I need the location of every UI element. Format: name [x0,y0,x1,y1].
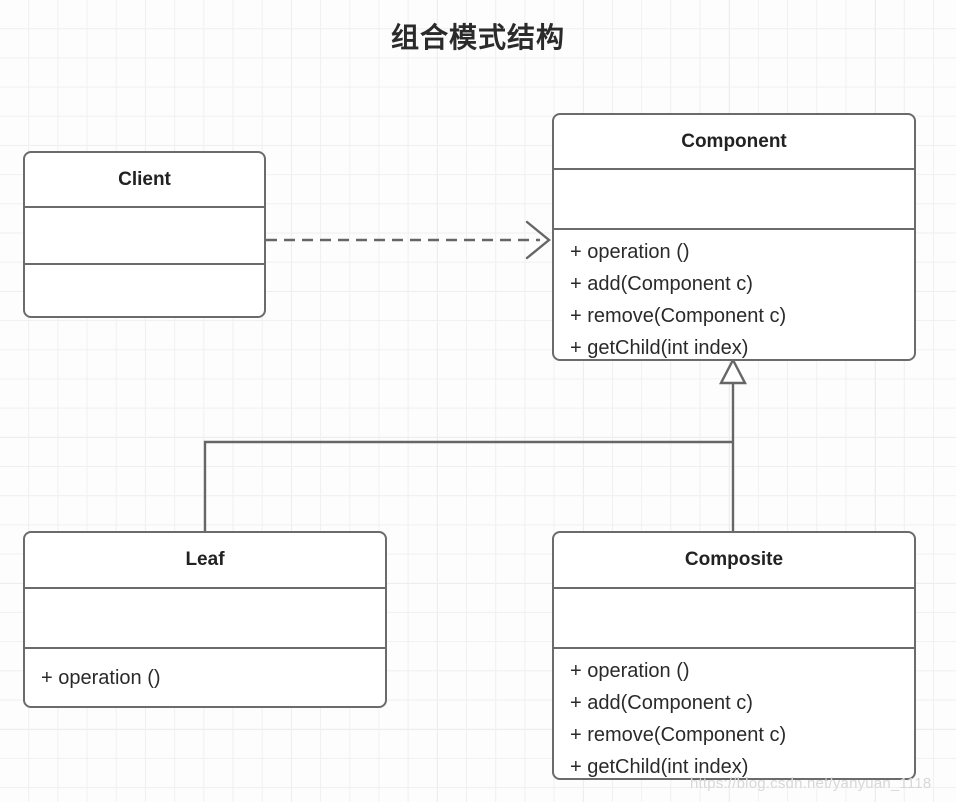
class-name-compartment: Client [25,153,264,208]
class-method: + add(Component c) [570,692,753,714]
class-name-compartment: Composite [554,533,914,589]
class-method: + getChild(int index) [570,756,749,778]
page-title: 组合模式结构 [390,21,565,54]
class-methods-compartment: + operation () + add(Component c) + remo… [554,230,914,359]
class-method: + operation () [570,241,690,263]
class-methods-compartment: + operation () [25,649,385,706]
class-name-compartment: Leaf [25,533,385,589]
class-method: + operation () [41,666,161,689]
class-name-composite: Composite [684,549,784,570]
class-name-client: Client [118,168,171,190]
hollow-triangle-arrowhead-icon [719,357,747,385]
generalization-line-leaf [203,440,733,531]
class-name-leaf: Leaf [185,549,225,570]
class-box-component[interactable]: Component + operation () + add(Component… [552,113,916,361]
class-box-client[interactable]: Client [23,151,266,318]
class-attributes-compartment [25,208,264,265]
class-method: + getChild(int index) [570,337,749,359]
class-name-component: Component [681,130,787,152]
class-methods-compartment [25,265,264,316]
class-method: + add(Component c) [570,273,753,295]
class-method: + operation () [570,660,690,682]
class-methods-compartment: + operation () + add(Component c) + remo… [554,649,914,778]
class-attributes-compartment [554,589,914,649]
relationship-composite-extends-component [719,357,747,531]
class-method: + remove(Component c) [570,724,787,746]
class-box-composite[interactable]: Composite + operation () + add(Component… [552,531,916,780]
class-attributes-compartment [554,170,914,230]
relationship-client-uses-component [266,220,551,260]
watermark-text: https://blog.csdn.net/yanyuan_1118 [690,775,932,792]
open-arrowhead-icon [525,220,551,260]
class-method: + remove(Component c) [570,305,787,327]
relationship-leaf-extends-component [203,440,733,531]
class-box-leaf[interactable]: Leaf + operation () [23,531,387,708]
class-name-compartment: Component [554,115,914,170]
class-attributes-compartment [25,589,385,649]
